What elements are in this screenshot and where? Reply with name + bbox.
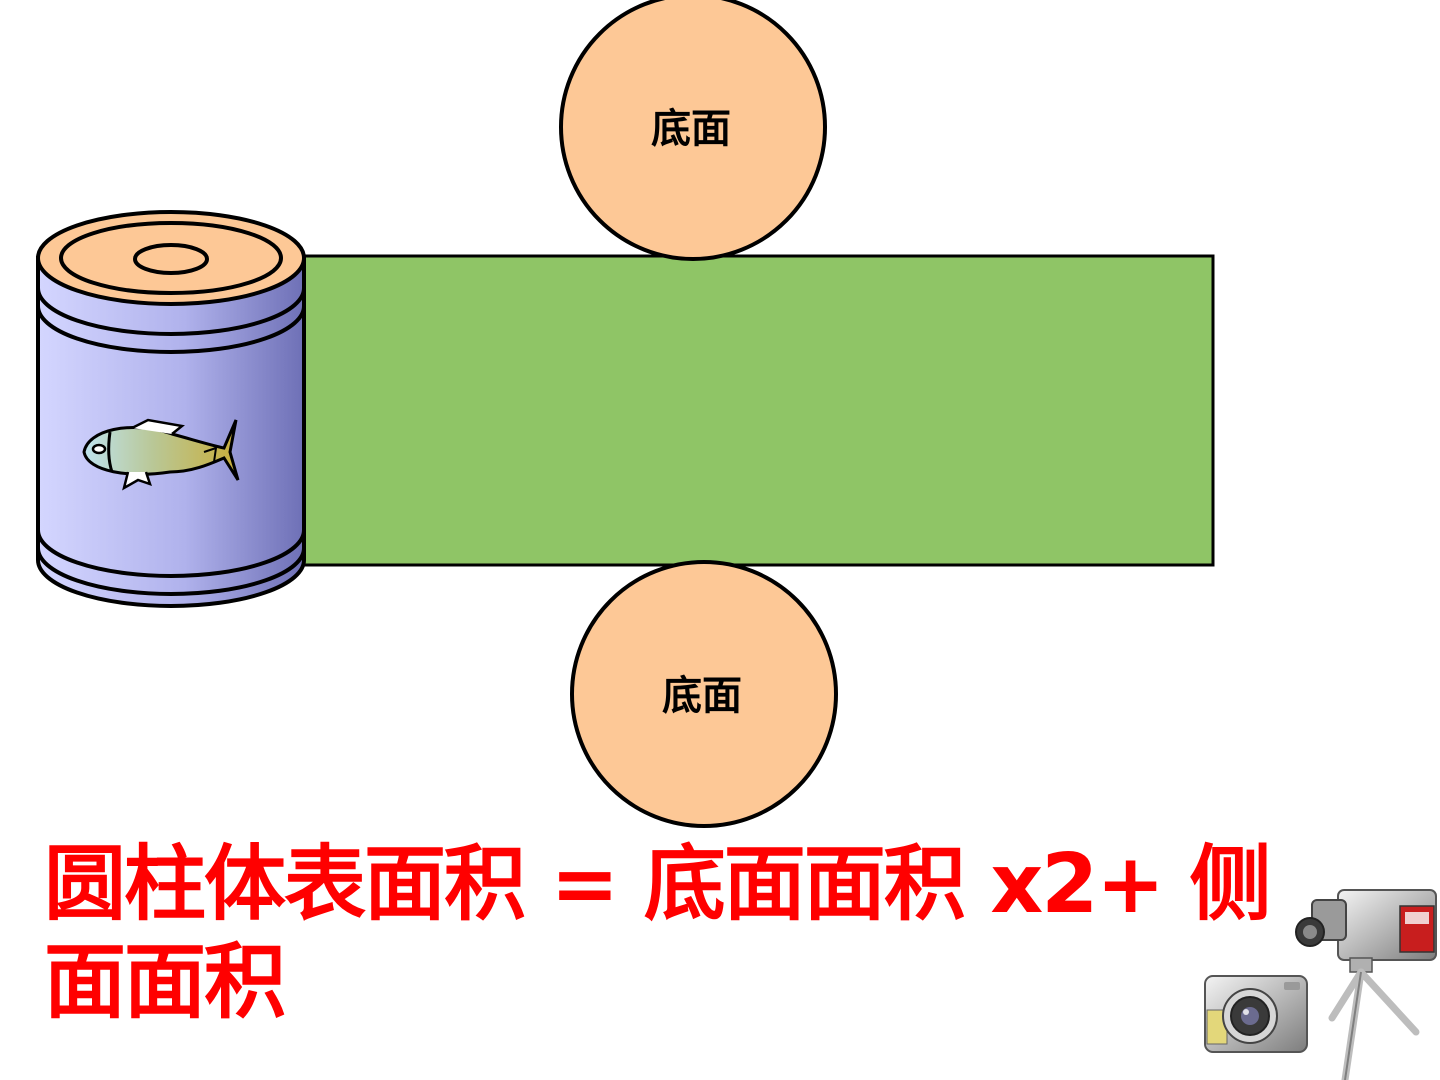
top-base-label: 底面 <box>651 106 731 152</box>
top-base-circle: 底面 <box>559 0 827 261</box>
camera-icon <box>1204 975 1308 1053</box>
camcorder-icon <box>1295 889 1437 961</box>
tripod-icon <box>1328 957 1420 1080</box>
lateral-surface-rect <box>298 254 1215 567</box>
bottom-base-circle: 底面 <box>570 560 838 828</box>
fish-can-cylinder <box>36 210 306 608</box>
surface-area-formula: 圆柱体表面积 = 底面面积 x2+ 侧面面积 <box>44 837 1272 1030</box>
bottom-base-label: 底面 <box>662 673 742 719</box>
fish-icon <box>82 418 240 491</box>
